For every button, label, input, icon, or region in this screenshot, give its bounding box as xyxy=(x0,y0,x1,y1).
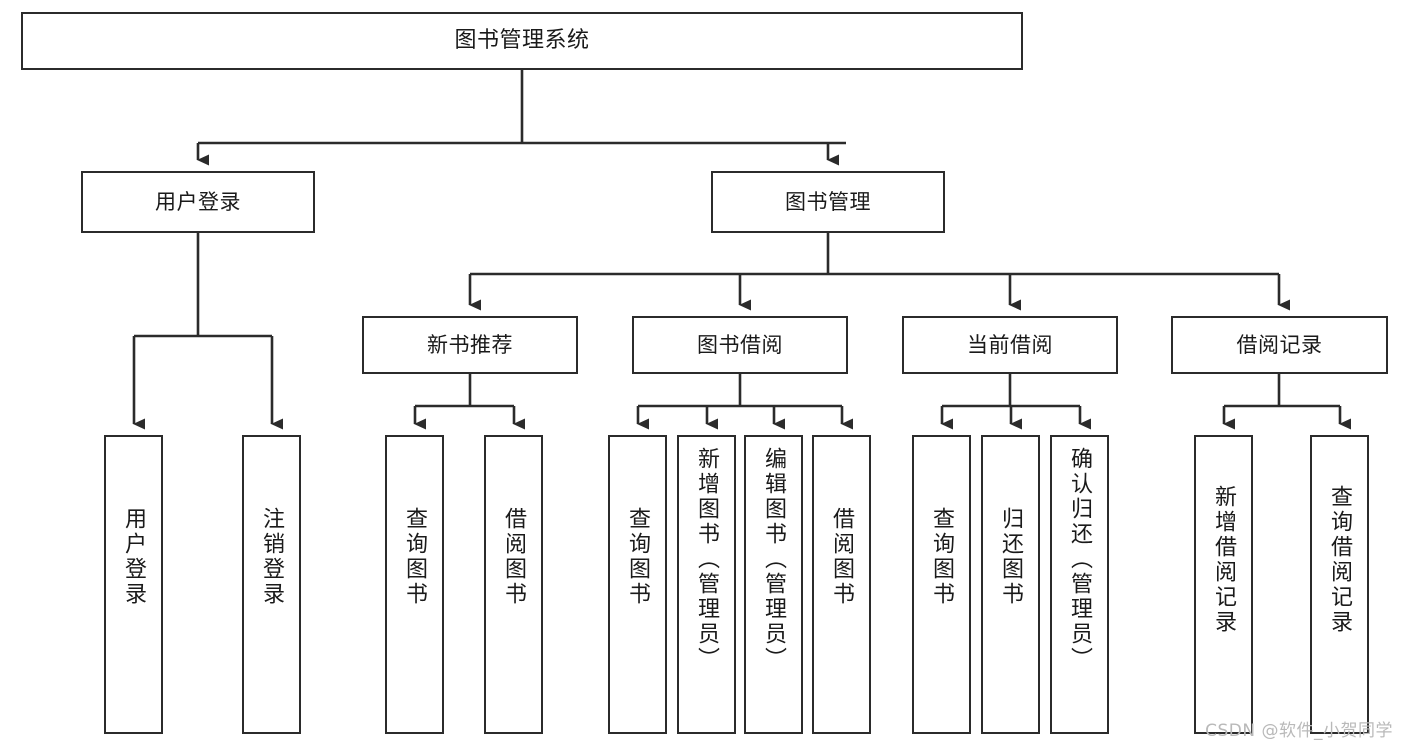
node-leaf-current-return[interactable]: 归还图书 xyxy=(981,435,1040,734)
node-book-management[interactable]: 图书管理 xyxy=(711,171,945,233)
node-current-borrow-label: 当前借阅 xyxy=(967,332,1053,357)
node-book-management-label: 图书管理 xyxy=(785,189,871,214)
node-leaf-current-return-label: 归还图书 xyxy=(998,507,1024,607)
node-leaf-user-login[interactable]: 用户登录 xyxy=(104,435,163,734)
node-leaf-borrow-add-admin-label: 新增图书（管理员） xyxy=(694,447,720,672)
node-borrow-records-label: 借阅记录 xyxy=(1236,332,1323,357)
node-leaf-records-add-label: 新增借阅记录 xyxy=(1211,485,1237,635)
node-borrow-records[interactable]: 借阅记录 xyxy=(1171,316,1388,374)
node-leaf-user-login-label: 用户登录 xyxy=(121,507,147,607)
node-leaf-current-confirm-admin[interactable]: 确认归还（管理员） xyxy=(1050,435,1109,734)
node-leaf-records-add[interactable]: 新增借阅记录 xyxy=(1194,435,1253,734)
node-root-label: 图书管理系统 xyxy=(454,28,590,54)
node-new-book-recommendation-label: 新书推荐 xyxy=(427,332,513,357)
node-leaf-current-query-label: 查询图书 xyxy=(929,507,955,607)
node-leaf-current-query[interactable]: 查询图书 xyxy=(912,435,971,734)
node-user-login[interactable]: 用户登录 xyxy=(81,171,315,233)
csdn-watermark: CSDN @软件_小贺同学 xyxy=(1205,721,1393,741)
node-leaf-current-confirm-admin-label: 确认归还（管理员） xyxy=(1067,447,1093,672)
node-leaf-newbook-query-label: 查询图书 xyxy=(402,507,428,607)
node-leaf-user-logout-label: 注销登录 xyxy=(259,507,285,607)
node-leaf-user-logout[interactable]: 注销登录 xyxy=(242,435,301,734)
node-book-borrow[interactable]: 图书借阅 xyxy=(632,316,848,374)
node-root[interactable]: 图书管理系统 xyxy=(21,12,1023,70)
node-leaf-borrow-edit-admin[interactable]: 编辑图书（管理员） xyxy=(744,435,803,734)
node-leaf-borrow-borrow[interactable]: 借阅图书 xyxy=(812,435,871,734)
node-leaf-borrow-query[interactable]: 查询图书 xyxy=(608,435,667,734)
node-leaf-borrow-edit-admin-label: 编辑图书（管理员） xyxy=(761,447,787,672)
node-leaf-newbook-borrow[interactable]: 借阅图书 xyxy=(484,435,543,734)
node-new-book-recommendation[interactable]: 新书推荐 xyxy=(362,316,578,374)
node-leaf-newbook-query[interactable]: 查询图书 xyxy=(385,435,444,734)
node-current-borrow[interactable]: 当前借阅 xyxy=(902,316,1118,374)
node-leaf-newbook-borrow-label: 借阅图书 xyxy=(501,507,527,607)
node-leaf-borrow-query-label: 查询图书 xyxy=(625,507,651,607)
node-user-login-label: 用户登录 xyxy=(155,189,241,214)
node-leaf-borrow-add-admin[interactable]: 新增图书（管理员） xyxy=(677,435,736,734)
node-book-borrow-label: 图书借阅 xyxy=(697,332,783,357)
node-leaf-borrow-borrow-label: 借阅图书 xyxy=(829,507,855,607)
node-leaf-records-query-label: 查询借阅记录 xyxy=(1327,485,1353,635)
node-leaf-records-query[interactable]: 查询借阅记录 xyxy=(1310,435,1369,734)
